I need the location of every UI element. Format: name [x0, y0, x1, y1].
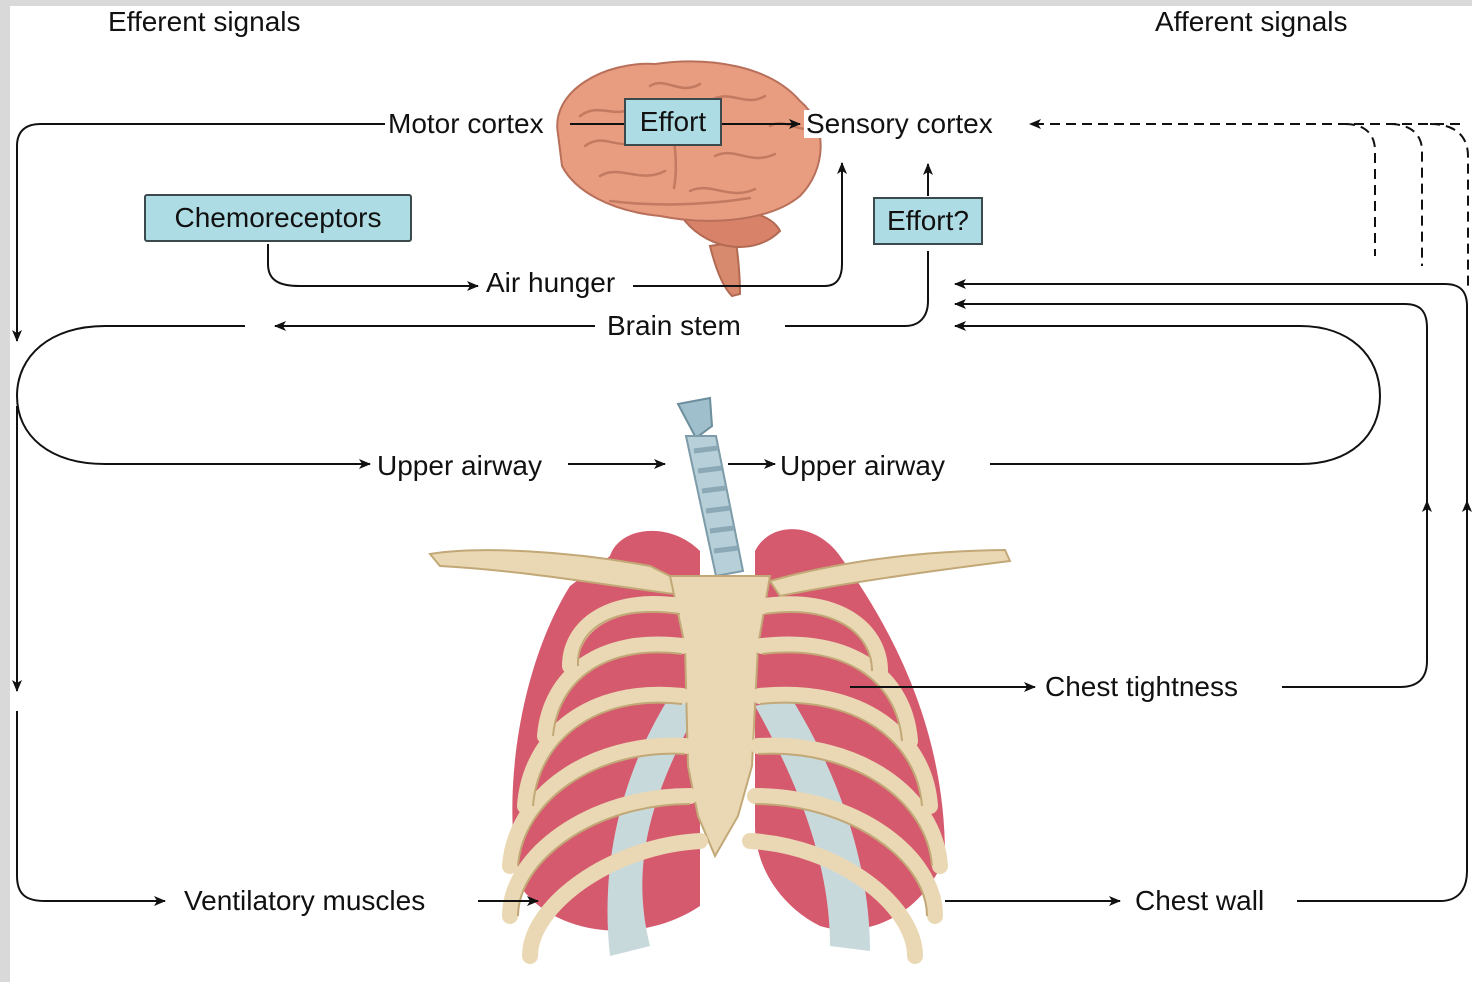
chemoreceptors-box: Chemoreceptors — [144, 194, 412, 242]
brain-illustration — [557, 61, 820, 296]
chest-wall-label: Chest wall — [1133, 887, 1266, 915]
diagram-graphics — [10, 6, 1472, 982]
ribcage-illustration — [430, 398, 1010, 956]
afferent-signals-header: Afferent signals — [1153, 8, 1350, 36]
motor-cortex-label: Motor cortex — [386, 110, 546, 138]
diagram-canvas: Efferent signals Afferent signals Motor … — [10, 6, 1472, 982]
chest-tightness-label: Chest tightness — [1043, 673, 1240, 701]
brain-stem-label: Brain stem — [605, 312, 743, 340]
ventilatory-muscles-label: Ventilatory muscles — [182, 887, 427, 915]
efferent-signals-header: Efferent signals — [106, 8, 303, 36]
effort-question-box: Effort? — [873, 197, 983, 245]
upper-airway-left-label: Upper airway — [375, 452, 544, 480]
sensory-cortex-label: Sensory cortex — [804, 110, 995, 138]
air-hunger-label: Air hunger — [484, 269, 617, 297]
upper-airway-right-label: Upper airway — [778, 452, 947, 480]
effort-box: Effort — [624, 98, 722, 146]
